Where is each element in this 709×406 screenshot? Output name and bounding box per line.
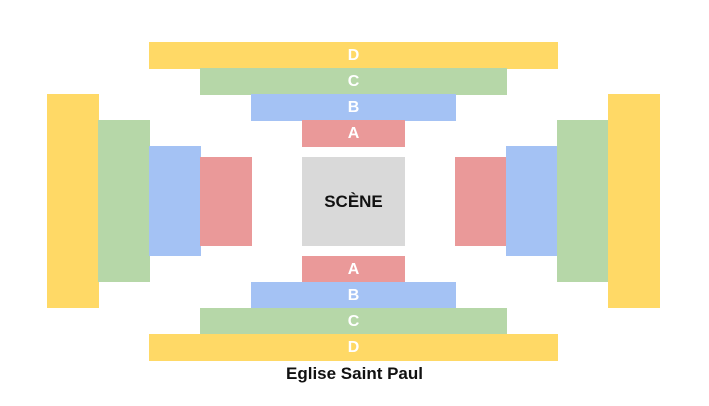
zone-a-left[interactable] [200,157,252,246]
venue-name: Eglise Saint Paul [286,364,423,383]
zone-d-top-label: D [347,46,360,64]
zone-c-top[interactable]: C [200,68,507,95]
zone-b-bottom[interactable]: B [251,282,456,309]
zone-c-right[interactable] [557,120,609,282]
zone-a-bottom-label: A [347,260,360,278]
zone-d-top[interactable]: D [149,42,558,69]
zone-a-right[interactable] [455,157,507,246]
zone-b-top-label: B [347,98,360,116]
stage-label: SCÈNE [324,191,383,211]
zone-b-right[interactable] [506,146,558,256]
zone-a-top-label: A [347,124,360,142]
zone-d-bottom-label: D [347,338,360,356]
zone-b-bottom-label: B [347,286,360,304]
zone-d-bottom[interactable]: D [149,334,558,361]
zone-b-left[interactable] [149,146,201,256]
zone-c-bottom-label: C [347,312,360,330]
zone-c-top-label: C [347,72,360,90]
zone-b-top[interactable]: B [251,94,456,121]
zone-d-right[interactable] [608,94,660,308]
zone-a-bottom[interactable]: A [302,256,405,283]
zone-c-left[interactable] [98,120,150,282]
zone-c-bottom[interactable]: C [200,308,507,335]
zone-a-top[interactable]: A [302,120,405,147]
zone-d-left[interactable] [47,94,99,308]
stage: SCÈNE [302,157,405,246]
